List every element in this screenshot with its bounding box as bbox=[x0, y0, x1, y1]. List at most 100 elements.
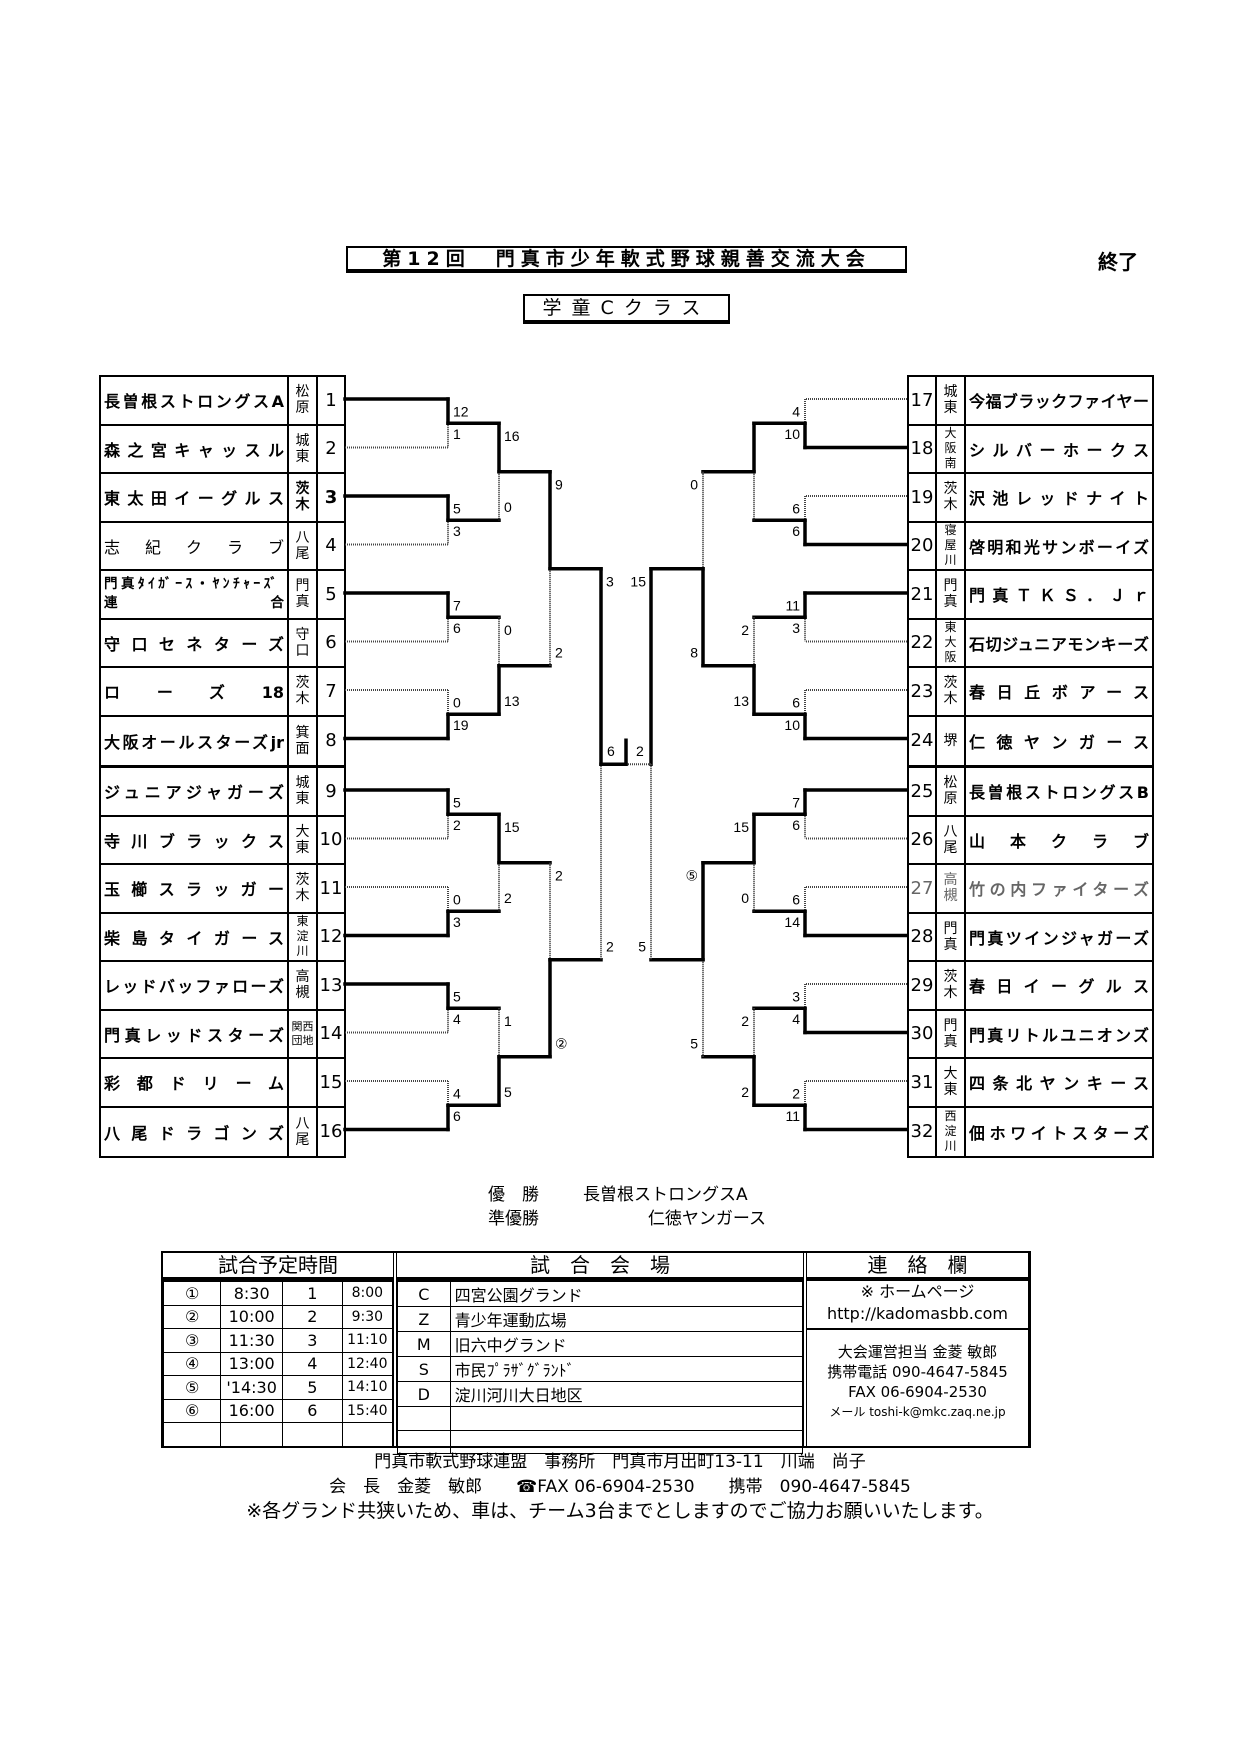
score-label: 6 bbox=[792, 817, 800, 833]
score-label: ⑤ bbox=[685, 867, 698, 883]
contact-email[interactable]: メール toshi-k@mkc.zaq.ne.jp bbox=[829, 1405, 1006, 1419]
team-region: 茨木 bbox=[935, 668, 966, 715]
team-name-cell: 門真リトルユニオンズ bbox=[966, 1011, 1152, 1058]
team-number: 28 bbox=[910, 926, 934, 948]
score-label: 5 bbox=[453, 989, 461, 1005]
runner-up-label: 準優勝 bbox=[488, 1209, 539, 1229]
score-label: 14 bbox=[784, 914, 800, 930]
team-number: 10 bbox=[319, 829, 343, 851]
game-number: 5 bbox=[282, 1375, 343, 1400]
start-time-a: 8:30 bbox=[220, 1281, 284, 1306]
team-region: 城東 bbox=[287, 425, 318, 472]
team-name: 山本クラブ bbox=[969, 831, 1149, 851]
homepage-link[interactable]: http://kadomasbb.com bbox=[826, 1304, 1009, 1323]
score-label: 2 bbox=[555, 644, 563, 660]
team-name-cell: 佃ホワイトスターズ bbox=[966, 1108, 1152, 1157]
team-name-cell: 沢池レッドナイト bbox=[966, 474, 1152, 521]
score-label: 3 bbox=[606, 573, 614, 589]
score-label: 5 bbox=[453, 501, 461, 517]
team-region: 松原 bbox=[287, 377, 318, 424]
score-label: 3 bbox=[792, 989, 800, 1005]
team-name-cell: 門真ＴＫＳ．Ｊｒ bbox=[966, 571, 1152, 618]
team-region: 門真 bbox=[935, 1010, 966, 1057]
game-number: 4 bbox=[282, 1351, 343, 1376]
score-label: 0 bbox=[453, 892, 461, 908]
team-name: 大阪オールスターズjr bbox=[104, 732, 284, 752]
score-label: 4 bbox=[453, 1086, 461, 1102]
team-number: 6 bbox=[325, 632, 337, 654]
team-name: 沢池レッドナイト bbox=[969, 489, 1149, 509]
team-region: 茨木 bbox=[935, 474, 966, 521]
score-label: 0 bbox=[453, 695, 461, 711]
team-number: 8 bbox=[325, 730, 337, 752]
score-label: 6 bbox=[607, 743, 615, 759]
score-label: 2 bbox=[636, 743, 644, 759]
team-region: 箕面 bbox=[287, 716, 318, 765]
tournament-title: 第12回 門真市少年軟式野球親善交流大会 bbox=[346, 246, 907, 273]
team-name-cell: ローズ18 bbox=[101, 668, 287, 715]
contact-header: 連 絡 欄 bbox=[807, 1253, 1028, 1281]
team-name: 志紀クラブ bbox=[104, 537, 284, 557]
team-number: 23 bbox=[910, 680, 934, 702]
team-name-cell: ジュニアジャガーズ bbox=[101, 768, 287, 815]
team-name-cell: 山本クラブ bbox=[966, 817, 1152, 864]
team-name: 四条北ヤンキース bbox=[969, 1074, 1149, 1094]
team-number: 15 bbox=[319, 1071, 343, 1093]
team-region: 城東 bbox=[935, 377, 966, 424]
venue-name: 青少年運動広場 bbox=[449, 1306, 804, 1332]
venue-code: C bbox=[397, 1281, 451, 1307]
team-name-cell: 仁徳ヤンガース bbox=[966, 717, 1152, 766]
score-label: 7 bbox=[792, 795, 800, 811]
score-label: ② bbox=[555, 1035, 568, 1051]
score-label: 3 bbox=[453, 523, 461, 539]
venue-code: D bbox=[397, 1381, 451, 1407]
contact-mobile: 携帯電話 090-4647-5845 bbox=[827, 1363, 1008, 1381]
team-name: 門真レッドスターズ bbox=[104, 1025, 284, 1045]
score-label: 2 bbox=[741, 622, 749, 638]
team-name: ジュニアジャガーズ bbox=[104, 783, 284, 803]
team-number: 12 bbox=[319, 926, 343, 948]
team-name: 彩都ドリーム bbox=[104, 1074, 284, 1094]
team-number: 25 bbox=[910, 780, 934, 802]
team-number: 7 bbox=[325, 680, 337, 702]
team-region: 堺 bbox=[935, 716, 966, 765]
team-name-cell: 石切ジュニアモンキーズ bbox=[966, 620, 1152, 667]
team-name: 今福ブラックファイヤー bbox=[969, 392, 1149, 412]
team-name-cell: 四条北ヤンキース bbox=[966, 1059, 1152, 1106]
score-label: 6 bbox=[453, 1108, 461, 1124]
team-number: 20 bbox=[910, 535, 934, 557]
venue-name: 四宮公園グランド bbox=[449, 1281, 804, 1307]
class-title: 学童Cクラス bbox=[523, 294, 730, 324]
team-region: 茨木 bbox=[287, 474, 318, 521]
score-label: 11 bbox=[785, 598, 800, 614]
team-number: 1 bbox=[325, 389, 337, 411]
team-region: 八尾 bbox=[287, 1107, 318, 1156]
team-name-cell: シルバーホークス bbox=[966, 426, 1152, 473]
score-label: 19 bbox=[453, 717, 469, 733]
team-name-cell: 守口セネターズ bbox=[101, 620, 287, 667]
start-time-b bbox=[341, 1422, 394, 1447]
game-slot: ② bbox=[162, 1304, 222, 1329]
team-name-cell: レッドバッファローズ bbox=[101, 962, 287, 1009]
team-region: 高槻 bbox=[935, 865, 966, 912]
team-name-cell: 長曽根ストロングスB bbox=[966, 768, 1152, 815]
team-number: 24 bbox=[910, 730, 934, 752]
team-name: レッドバッファローズ bbox=[104, 977, 284, 997]
team-name-cell: 寺川ブラックス bbox=[101, 817, 287, 864]
team-name: ローズ18 bbox=[104, 683, 284, 703]
team-number: 27 bbox=[910, 877, 934, 899]
